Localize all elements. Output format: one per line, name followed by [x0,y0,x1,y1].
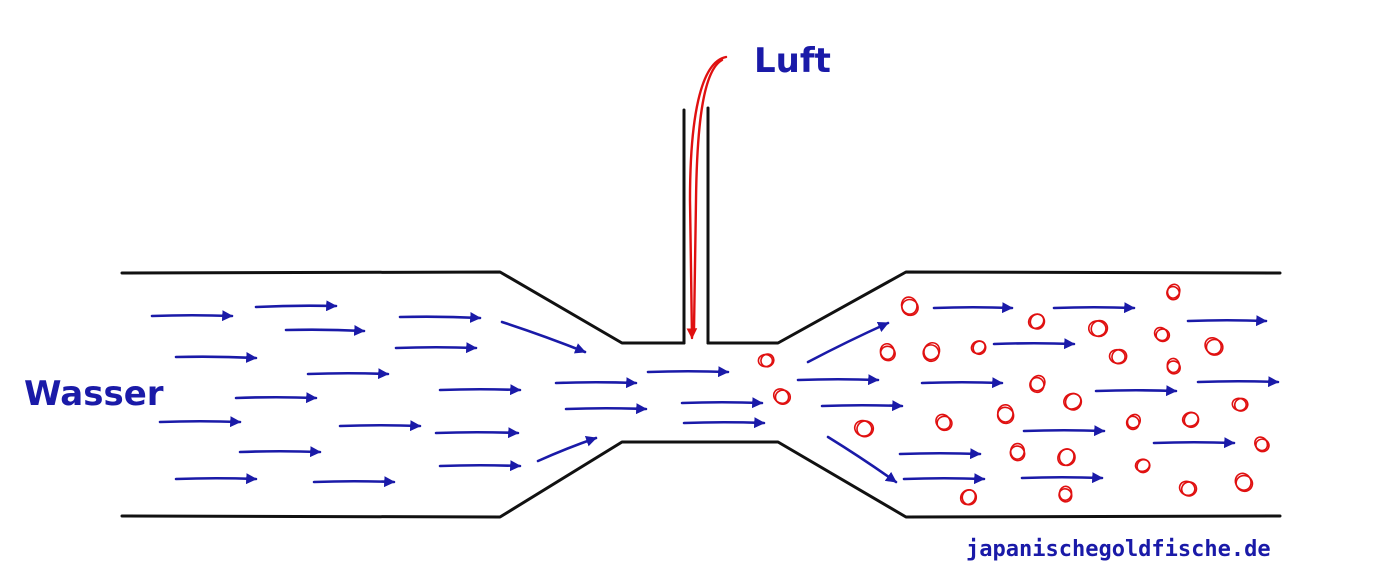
flow-arrow [1186,315,1268,327]
flow-arrow [682,417,766,429]
flow-arrow [564,403,648,415]
air-bubble [1087,319,1109,338]
water-flow-arrows [150,300,1280,488]
flow-arrow [1020,472,1104,484]
air-bubble [1234,472,1254,493]
flow-arrow [554,377,638,389]
air-bubbles [757,283,1270,506]
air-bubble [1009,442,1026,462]
air-bubble [1125,413,1142,431]
air-bubble [959,489,978,506]
flow-arrow [174,352,258,363]
air-bubble [922,341,941,363]
flow-arrow [158,416,242,428]
flow-arrow [1152,437,1236,449]
air-label: Luft [754,41,831,81]
flow-arrow [902,473,986,485]
flow-arrow [1052,302,1136,314]
website-credit: japanischegoldfische.de [966,537,1271,562]
flow-arrow [1196,376,1280,388]
air-bubble [1166,357,1181,375]
air-bubble [757,353,775,368]
air-bubble [996,404,1015,425]
air-bubble [1108,348,1128,365]
air-bubble [1254,436,1270,453]
air-bubble [900,296,919,317]
air-inflow-arrow-stroke [692,58,724,332]
air-bubble [1029,374,1046,394]
flow-arrow [920,377,1004,389]
flow-arrow [796,374,880,386]
air-bubble [1063,392,1083,411]
air-bubble [1153,326,1171,343]
air-bubble [1027,313,1046,330]
flow-arrow [398,312,482,323]
flow-arrow [438,460,522,472]
pipe-outline [120,106,1282,519]
pipe-top-wall [120,270,1282,345]
flow-arrow [992,338,1076,350]
air-bubble [1231,397,1249,412]
air-bubble [1178,480,1198,497]
flow-arrow [820,400,904,412]
flow-arrow [174,473,258,485]
flow-arrow [646,366,730,378]
air-bubble [1181,411,1200,429]
flow-arrow [438,384,522,396]
air-bubble [879,342,896,362]
flow-arrow [338,420,422,432]
air-bubble [1134,458,1151,474]
flow-arrow [284,325,366,336]
flow-arrow [806,321,890,364]
air-bubble [970,340,987,356]
flow-arrow [898,448,982,460]
flow-arrow [680,397,764,409]
flow-arrow [1022,425,1106,437]
air-inlet-tube [682,106,710,345]
air-bubble [1204,337,1224,356]
flow-arrow [826,435,898,484]
flow-arrow [234,392,318,404]
flow-arrow [434,427,520,439]
air-bubble [1166,283,1181,301]
air-inflow-arrow [686,55,728,340]
flow-arrow [150,310,234,322]
flow-arrow [1094,385,1178,397]
flow-arrow [238,446,322,458]
flow-arrow [536,436,598,463]
air-bubble [772,388,792,405]
flow-arrow [500,320,587,354]
flow-arrow [312,476,396,488]
air-bubble [853,419,875,438]
water-label: Wasser [24,374,164,414]
flow-arrow [254,300,338,312]
flow-arrow [932,302,1014,314]
flow-arrow [306,368,390,380]
flow-arrow [394,342,478,354]
pipe-bottom-wall [120,440,1282,519]
air-bubble [1058,485,1073,503]
air-bubble [1057,448,1076,467]
air-bubble [935,413,953,432]
